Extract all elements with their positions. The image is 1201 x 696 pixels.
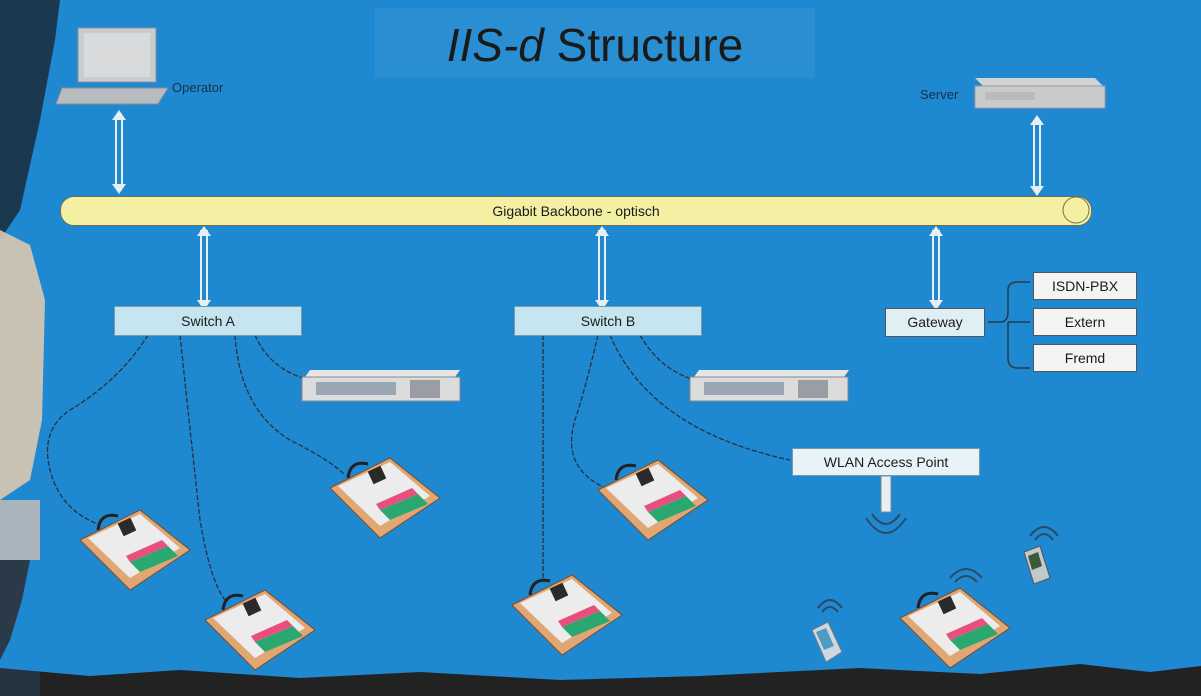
title-rest: Structure xyxy=(543,19,744,71)
intercom-panel-icon xyxy=(329,457,441,539)
server-label: Server xyxy=(920,87,959,102)
switch-b-box: Switch B xyxy=(514,306,702,336)
gigabit-backbone: Gigabit Backbone - optisch xyxy=(60,196,1092,226)
extern-box: Extern xyxy=(1033,308,1137,336)
intercom-panel-icon xyxy=(79,509,191,591)
wireless-signal-icon xyxy=(817,526,1059,613)
handheld-device-icon xyxy=(1023,545,1051,585)
laptop-icon xyxy=(55,27,169,105)
backbone-label: Gigabit Backbone - optisch xyxy=(492,203,660,219)
gateway-box: Gateway xyxy=(885,308,985,337)
isdn-pbx-box: ISDN-PBX xyxy=(1033,272,1137,300)
rack-unit-icon xyxy=(301,370,461,402)
page-title: IIS-d Structure xyxy=(375,18,815,72)
intercom-panel-icon xyxy=(899,587,1011,669)
operator-label: Operator xyxy=(172,80,224,95)
intercom-panel-icon xyxy=(511,574,623,656)
rack-unit-icon xyxy=(689,370,849,402)
intercom-panel-icon xyxy=(204,589,316,671)
intercom-panel-icon xyxy=(597,459,709,541)
backbone-links xyxy=(115,117,1041,305)
title-italic: IIS-d xyxy=(446,19,544,71)
server-icon xyxy=(974,78,1106,109)
handheld-device-icon xyxy=(811,621,843,663)
wlan-access-point-box: WLAN Access Point xyxy=(792,448,980,476)
wlan-antenna-icon xyxy=(865,475,907,534)
switch-a-box: Switch A xyxy=(114,306,302,336)
title-container: IIS-d Structure xyxy=(375,8,815,78)
fremd-box: Fremd xyxy=(1033,344,1137,372)
